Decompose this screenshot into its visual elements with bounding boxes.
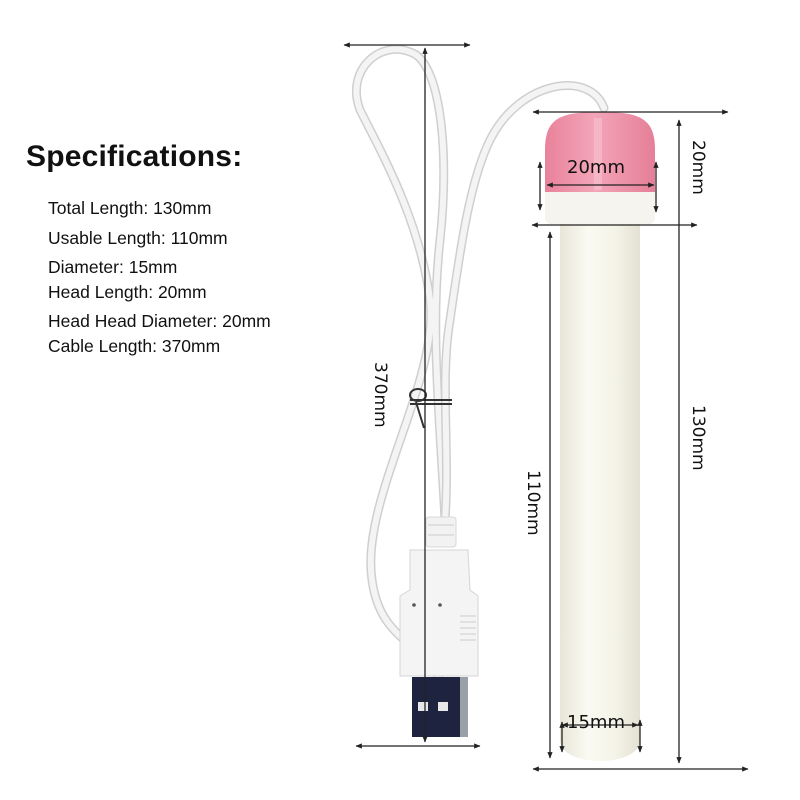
spec-cable-length: Cable Length: 370mm bbox=[48, 336, 221, 356]
dimension-lines bbox=[343, 42, 749, 772]
usable-length-label: 110mm bbox=[523, 470, 543, 536]
spec-diameter: Diameter: 15mm bbox=[48, 257, 178, 277]
usb-cable bbox=[351, 44, 609, 685]
heater-tube bbox=[545, 112, 655, 761]
total-length-label: 130mm bbox=[688, 405, 708, 471]
head-diameter-label: 20mm bbox=[567, 157, 625, 178]
cable-length-label: 370mm bbox=[370, 362, 390, 428]
specifications-heading: Specifications: bbox=[26, 140, 243, 173]
usb-plug-icon bbox=[399, 516, 479, 737]
spec-head-diameter: Head Head Diameter: 20mm bbox=[48, 311, 271, 331]
head-length-label: 20mm bbox=[688, 140, 708, 195]
tube-diameter-label: 15mm bbox=[567, 712, 625, 733]
spec-usable-length: Usable Length: 110mm bbox=[48, 228, 228, 248]
spec-head-length: Head Length: 20mm bbox=[48, 282, 207, 302]
spec-total-length: Total Length: 130mm bbox=[48, 198, 212, 218]
